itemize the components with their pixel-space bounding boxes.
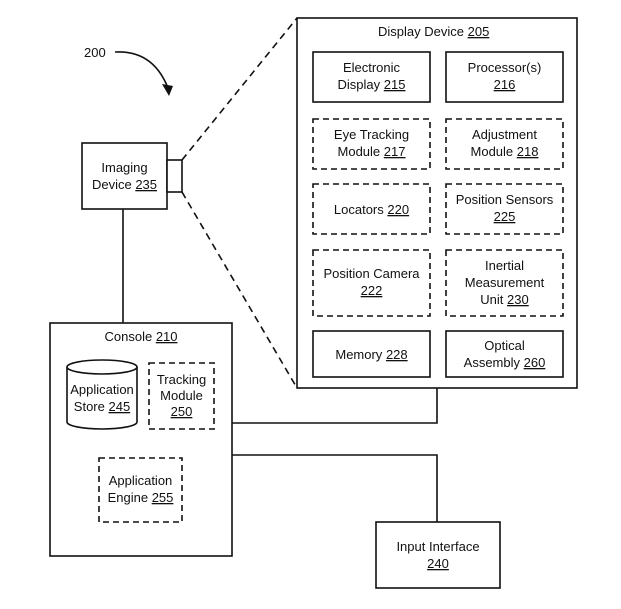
svg-text:Engine 255: Engine 255 (108, 490, 174, 505)
application-engine-box: Application Engine 255 (98, 457, 183, 523)
svg-text:Application: Application (70, 382, 134, 397)
svg-text:Adjustment: Adjustment (472, 127, 537, 142)
svg-text:Device 235: Device 235 (92, 177, 157, 192)
hub-to-input-interface-line (232, 454, 438, 522)
svg-text:Unit 230: Unit 230 (480, 292, 528, 307)
console-title: Console 210 (104, 329, 177, 344)
svg-text:225: 225 (494, 209, 516, 224)
svg-text:Processor(s): Processor(s) (468, 60, 542, 75)
svg-text:Imaging: Imaging (101, 160, 147, 175)
application-store-cylinder: Application Store 245 (66, 359, 138, 430)
tracking-module-box: Tracking Module 250 (148, 362, 215, 430)
svg-text:Inertial: Inertial (485, 258, 524, 273)
svg-text:216: 216 (494, 77, 516, 92)
svg-text:Electronic: Electronic (343, 60, 401, 75)
svg-text:Position Camera: Position Camera (323, 266, 420, 281)
imaging-device: Imaging Device 235 (81, 142, 183, 210)
svg-text:240: 240 (427, 556, 449, 571)
input-interface-box: Input Interface 240 (375, 521, 501, 589)
svg-text:Optical: Optical (484, 338, 525, 353)
svg-text:Display 215: Display 215 (338, 77, 406, 92)
camera-lens-icon (166, 159, 183, 193)
eye-tracking-module-box: Eye Tracking Module 217 (312, 118, 431, 170)
svg-text:Locators 220: Locators 220 (334, 202, 409, 217)
svg-text:Eye Tracking: Eye Tracking (334, 127, 409, 142)
adjustment-module-box: Adjustment Module 218 (445, 118, 564, 170)
svg-text:250: 250 (171, 404, 193, 419)
svg-text:Input Interface: Input Interface (396, 539, 479, 554)
svg-text:Application: Application (109, 473, 173, 488)
svg-text:Tracking: Tracking (157, 372, 206, 387)
svg-text:222: 222 (361, 283, 383, 298)
figure-label: 200 (84, 45, 106, 60)
inertial-measurement-unit-box: Inertial Measurement Unit 230 (445, 249, 564, 317)
position-sensors-box: Position Sensors 225 (445, 183, 564, 235)
display-device-title: Display Device 205 (378, 24, 489, 39)
figure-arrowhead-icon (162, 84, 173, 96)
svg-text:Module: Module (160, 388, 203, 403)
svg-text:Measurement: Measurement (465, 275, 545, 290)
svg-text:Store 245: Store 245 (74, 399, 130, 414)
svg-text:Position Sensors: Position Sensors (456, 192, 554, 207)
electronic-display-box: Electronic Display 215 (312, 51, 431, 103)
svg-text:Module 218: Module 218 (471, 144, 539, 159)
svg-text:Memory 228: Memory 228 (335, 347, 407, 362)
figure-arrow (114, 51, 169, 89)
optical-assembly-box: Optical Assembly 260 (445, 330, 564, 378)
projection-line-top (181, 17, 298, 161)
projection-line-bottom (181, 191, 298, 389)
memory-box: Memory 228 (312, 330, 431, 378)
position-camera-box: Position Camera 222 (312, 249, 431, 317)
locators-box: Locators 220 (312, 183, 431, 235)
processors-box: Processor(s) 216 (445, 51, 564, 103)
svg-text:Module 217: Module 217 (338, 144, 406, 159)
svg-text:Assembly 260: Assembly 260 (464, 355, 546, 370)
display-to-hub-line (232, 388, 438, 424)
